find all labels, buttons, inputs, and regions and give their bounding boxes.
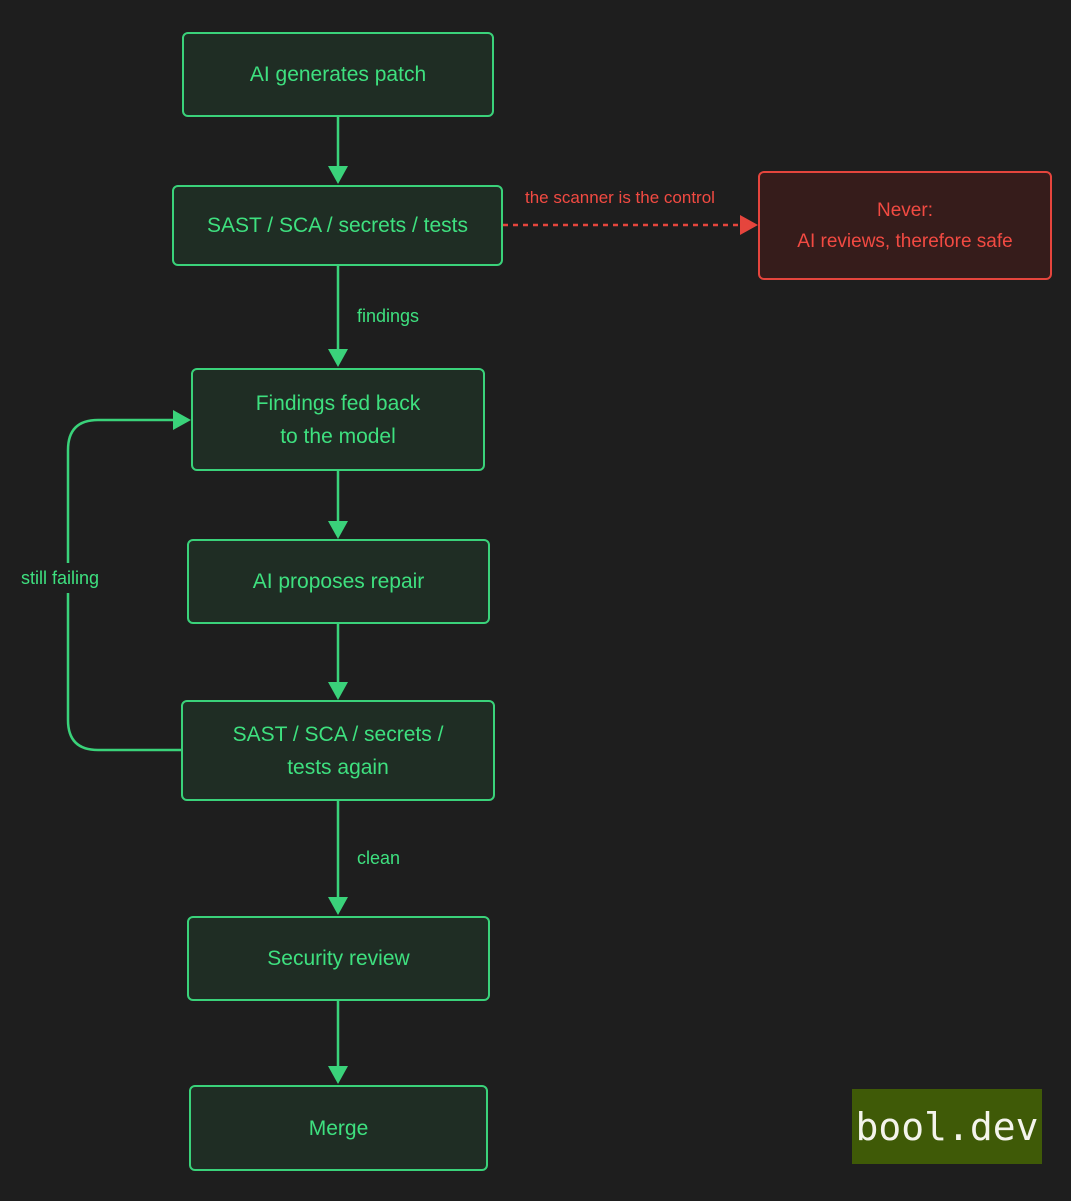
node-label-line-1: SAST / SCA / secrets / (232, 722, 444, 746)
logo-text: bool.dev (855, 1104, 1039, 1149)
node-label-line-2: tests again (287, 755, 389, 779)
node-merge: Merge (189, 1085, 488, 1171)
node-label-line-1: Never: (877, 199, 933, 221)
node-label: Security review (267, 947, 410, 970)
node-scan: SAST / SCA / secrets / tests (172, 185, 503, 266)
node-label-line-2: AI reviews, therefore safe (797, 230, 1013, 252)
node-label: SAST / SCA / secrets / tests (206, 214, 469, 237)
edge-label-clean: clean (357, 848, 401, 868)
bool-dev-logo: bool.dev (852, 1089, 1042, 1164)
node-label-line-1: Findings fed back (255, 391, 421, 415)
edge-feedback-to-repair (328, 471, 348, 539)
node-label-line-2: to the model (280, 424, 396, 448)
node-never: Never: AI reviews, therefore safe (758, 171, 1052, 280)
node-ai-proposes-repair: AI proposes repair (187, 539, 490, 624)
node-findings-fed-back: Findings fed back to the model (191, 368, 485, 471)
node-label: Merge (308, 1116, 369, 1140)
edge-scan-to-never (503, 215, 758, 235)
edge-rescan-to-review (328, 801, 348, 915)
edge-repair-to-rescan (328, 624, 348, 700)
edge-generate-to-scan (328, 117, 348, 184)
edge-review-to-merge (328, 1001, 348, 1084)
edge-scan-to-feedback (328, 266, 348, 367)
node-security-review: Security review (187, 916, 490, 1001)
edge-label-still-failing: still failing (21, 563, 100, 593)
node-label: AI proposes repair (252, 570, 425, 593)
node-ai-generates-patch: AI generates patch (182, 32, 494, 117)
edge-label-scanner-control: the scanner is the control (525, 188, 715, 207)
node-rescan: SAST / SCA / secrets / tests again (181, 700, 495, 801)
edge-label-findings: findings (357, 306, 420, 326)
node-label: AI generates patch (249, 63, 427, 86)
